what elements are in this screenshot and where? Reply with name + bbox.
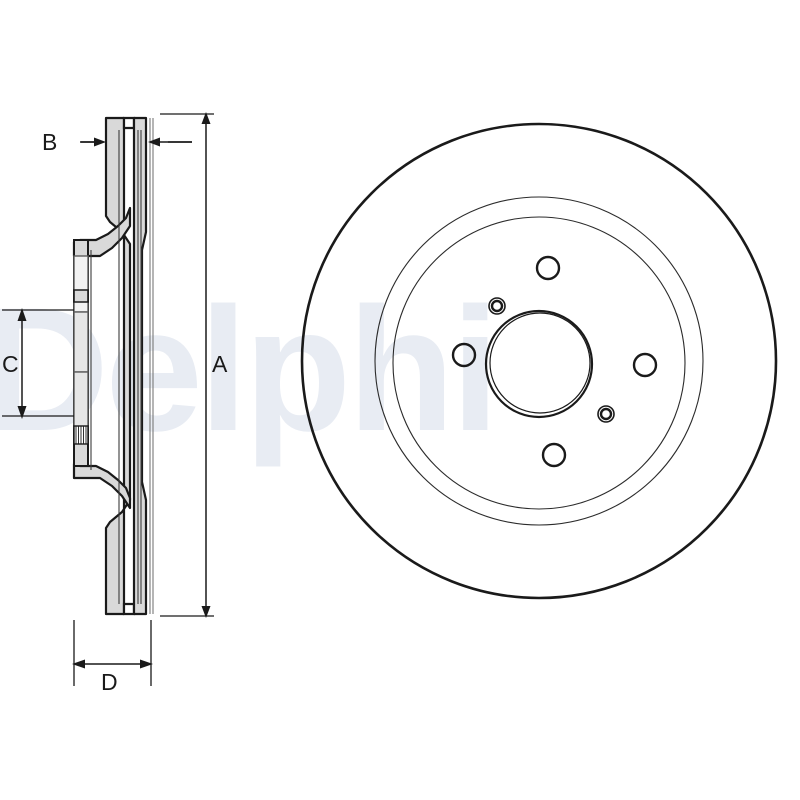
cross-section-view	[72, 116, 154, 616]
dimension-a-label: A	[212, 351, 228, 377]
hat-inner-ring	[392, 216, 686, 510]
knurled-detail	[73, 425, 89, 445]
hat-outer-ring	[374, 196, 704, 526]
bolt-hole-right	[632, 352, 658, 378]
dimension-b: B	[42, 129, 192, 155]
disc-outer-circle	[300, 122, 778, 600]
threaded-hole-lower-right	[597, 405, 615, 423]
centre-bore-inner	[489, 312, 591, 414]
vent-slot-top	[122, 116, 136, 130]
disc-face-view	[300, 122, 778, 600]
hub-flange-face-2	[73, 311, 89, 373]
hub-shoulder-lower	[72, 462, 132, 510]
vent-interior-lines	[90, 130, 142, 604]
dimension-d-label: D	[101, 669, 118, 695]
dimension-c: C	[2, 308, 74, 419]
dimension-b-label: B	[42, 129, 57, 155]
section-reference-edges	[149, 118, 154, 614]
bolt-hole-bottom	[541, 442, 567, 468]
hub-flange-face-3	[73, 371, 89, 429]
bolt-hole-top	[535, 255, 561, 281]
threaded-hole-upper-left	[488, 297, 506, 315]
dimension-a: A	[160, 112, 228, 618]
vent-slot-bottom	[122, 602, 136, 616]
bolt-hole-left	[451, 342, 477, 368]
dimension-d: D	[72, 620, 153, 695]
centre-bore-outer	[484, 309, 594, 419]
friction-ring-right-blade	[132, 116, 148, 616]
dimension-c-label: C	[2, 351, 19, 377]
hub-flange-face	[73, 255, 89, 313]
centre-bore-lip-top	[73, 289, 89, 303]
